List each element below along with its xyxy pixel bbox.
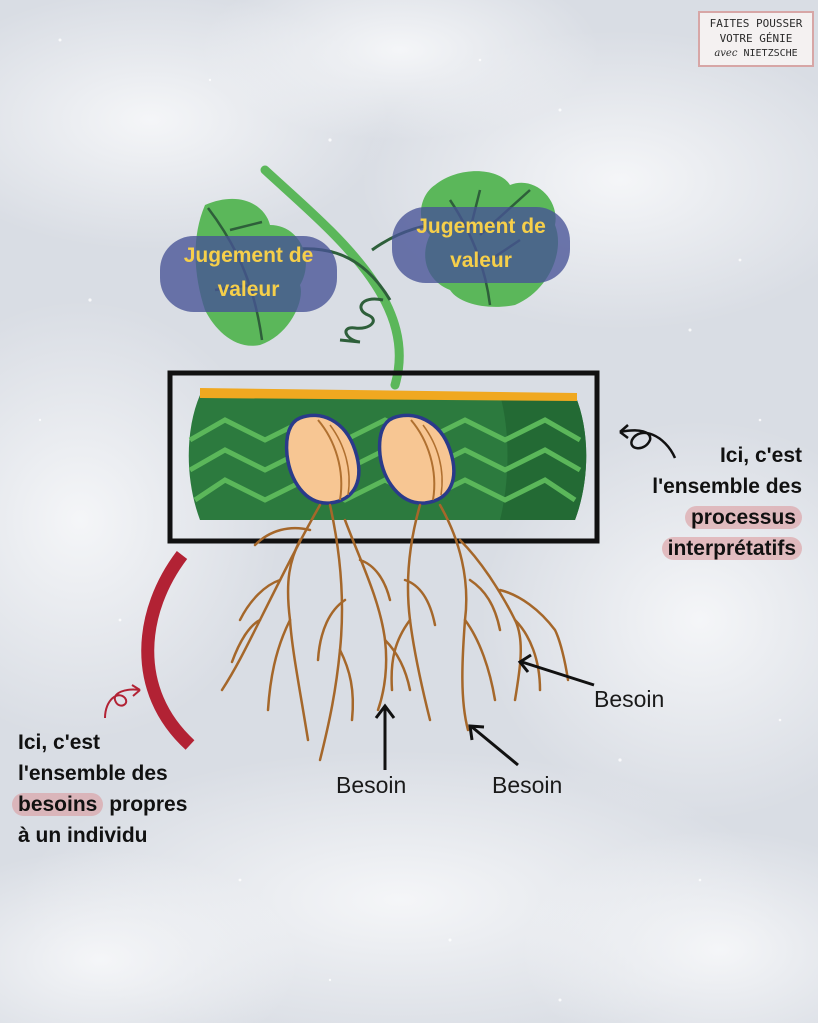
left-curl-arrow <box>104 688 141 719</box>
bubble-left-line1: Jugement de <box>183 244 314 267</box>
value-judgement-bubble-right: Jugement de valeur <box>392 207 570 283</box>
left-note-after-highlight: propres <box>103 793 188 816</box>
brand-line-1: FAITES POUSSER <box>709 17 803 30</box>
besoin-label-2: Besoin <box>492 772 563 798</box>
needs-note: Ici, c'est l'ensemble des besoins propre… <box>12 727 188 851</box>
interpretive-processes-note: Ici, c'est l'ensemble des processus inte… <box>652 440 802 564</box>
tendril-curl <box>339 297 384 344</box>
needs-bracket <box>141 551 195 750</box>
seed-right <box>377 413 456 505</box>
right-note-line2: l'ensemble des <box>652 475 802 498</box>
interpretive-frame <box>167 370 600 544</box>
bubble-right-line1: Jugement de <box>416 215 546 238</box>
value-judgement-bubble-left: Jugement de valeur <box>160 236 337 312</box>
roots <box>220 503 570 762</box>
besoin-arrows <box>374 653 595 770</box>
bubble-left-line2: valeur <box>217 278 280 301</box>
left-note-highlight: besoins <box>12 793 104 816</box>
right-curl-arrow-head <box>619 424 629 439</box>
brand-line-2: VOTRE GÉNIE <box>719 32 793 45</box>
bubble-right-line2: valeur <box>450 249 512 272</box>
right-note-highlight-1: processus <box>684 506 802 529</box>
brand-avec: avec <box>714 48 738 59</box>
brand-logo: FAITES POUSSER VOTRE GÉNIE avec NIETZSCH… <box>698 11 814 67</box>
right-note-line1: Ici, c'est <box>719 444 802 467</box>
right-note-highlight-2: interprétatifs <box>661 537 802 560</box>
left-note-line1: Ici, c'est <box>18 731 101 754</box>
right-curl-arrow <box>619 429 677 459</box>
left-note-line2: l'ensemble des <box>18 762 168 785</box>
brand-nietzsche: NIETZSCHE <box>743 48 798 59</box>
brand-line-3: avec NIETZSCHE <box>700 46 812 61</box>
besoin-label-3: Besoin <box>594 686 665 712</box>
besoin-label-1: Besoin <box>336 772 407 798</box>
left-curl-arrow-head <box>131 684 141 697</box>
seed-left <box>284 413 361 505</box>
left-note-line4: à un individu <box>18 824 148 847</box>
